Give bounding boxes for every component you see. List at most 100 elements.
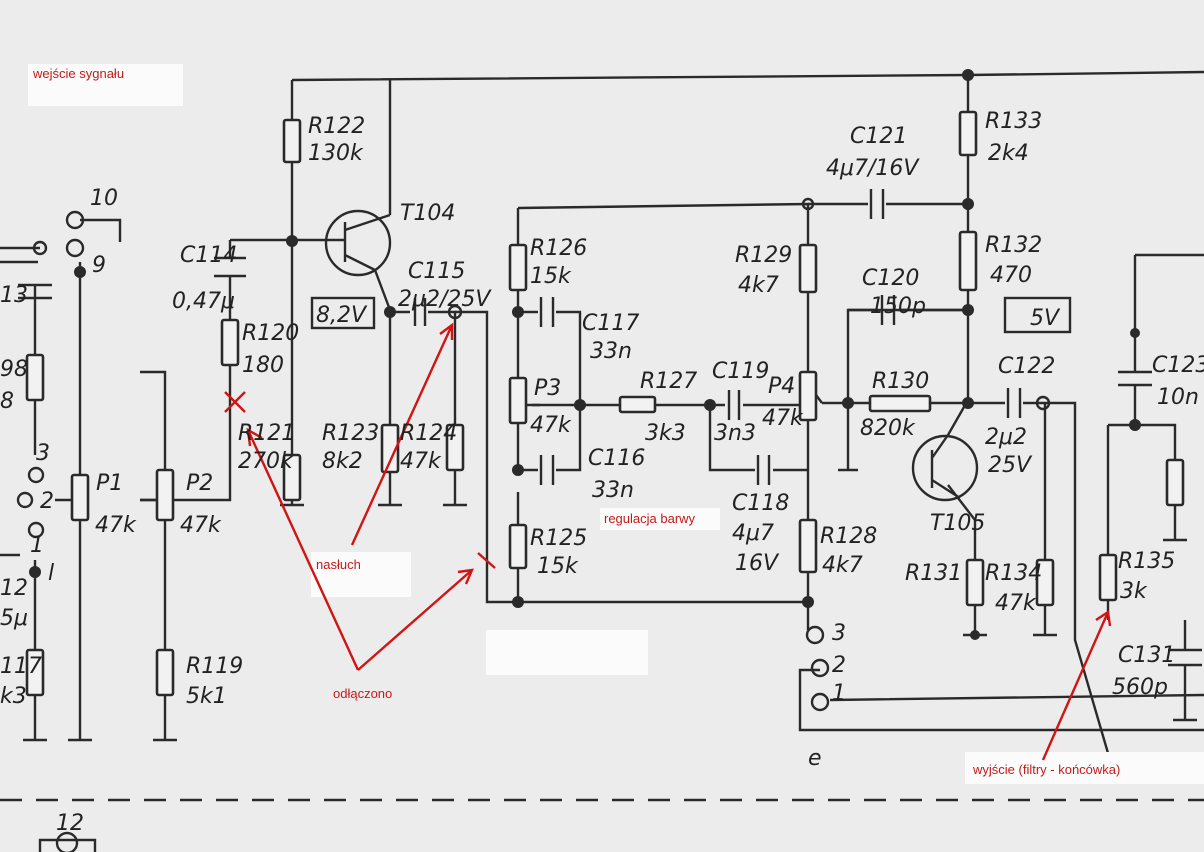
- r131-body: [965, 558, 985, 607]
- label-r128-name: R128: [820, 524, 877, 549]
- t105-body: [911, 434, 979, 502]
- r-right-body: [1165, 458, 1185, 507]
- label-r128-value: 4k7: [822, 553, 863, 578]
- label-p4-value: 47k: [762, 406, 804, 431]
- label-t105: T105: [930, 511, 985, 536]
- c120-plates: [880, 295, 896, 325]
- r126-body: [508, 243, 528, 292]
- terminal-3: [27, 466, 45, 484]
- t104-body: [324, 209, 392, 277]
- pin-label-e: e: [808, 746, 822, 771]
- pin-label-1: 1: [30, 533, 44, 558]
- r127-body: [618, 395, 657, 414]
- label-p3-name: P3: [534, 376, 561, 401]
- voltage-box-5v: [1003, 296, 1072, 334]
- terminal-q1: [810, 692, 830, 712]
- label-r120-name: R120: [242, 321, 299, 346]
- note-disconnected: odłączono: [333, 686, 392, 701]
- r118-body: [25, 353, 45, 402]
- pin-label-10: 10: [90, 186, 118, 211]
- arrow-disconnected-right: [357, 568, 474, 671]
- label-c118-value: 4μ7: [732, 521, 774, 546]
- pin-labels: 10 9 3 2 1 l 3 2 1 e 12: [30, 186, 846, 836]
- label-c122-name: C122: [998, 354, 1055, 379]
- pot-wipers: [55, 394, 823, 502]
- label-c115-value: 2μ2/25V: [398, 287, 492, 312]
- cut-mark-r125: [477, 552, 496, 569]
- label-r135-name: R135: [1118, 549, 1175, 574]
- label-c121-name: C121: [850, 124, 907, 149]
- label-r129-name: R129: [735, 243, 792, 268]
- terminal-c121-in: [801, 197, 815, 211]
- terminal-12: [55, 831, 79, 852]
- c122-plates: [1006, 388, 1022, 418]
- pin-label-q1: 1: [832, 681, 846, 706]
- c115-plates: [413, 298, 427, 326]
- c123-plates: [1118, 370, 1152, 387]
- label-p2-name: P2: [186, 471, 213, 496]
- terminals: [16, 197, 1051, 852]
- label-r117-name: 117: [0, 654, 42, 679]
- label-r118-value: 8: [0, 389, 14, 414]
- label-r126-value: 15k: [530, 264, 572, 289]
- label-r125-name: R125: [530, 526, 587, 551]
- label-r132-value: 470: [990, 263, 1032, 288]
- label-c117-name: C117: [582, 311, 639, 336]
- pin-label-3: 3: [36, 441, 50, 466]
- p1-body: [70, 473, 90, 522]
- label-c131-name: C131: [1118, 643, 1175, 668]
- label-p3-value: 47k: [530, 413, 572, 438]
- r134-body: [1035, 558, 1055, 607]
- note-monitor: nasłuch: [316, 557, 361, 572]
- label-r135-value: 3k: [1120, 579, 1148, 604]
- arrow-disconnected-left: [246, 427, 360, 671]
- r128-body: [798, 518, 818, 574]
- junctions: [29, 69, 1141, 640]
- label-c122-value: 2μ2: [985, 425, 1027, 450]
- terminal-q2: [810, 658, 830, 678]
- label-c118-name: C118: [732, 491, 789, 516]
- pin-label-12: 12: [56, 811, 84, 836]
- terminal-c115-out: [447, 304, 463, 320]
- label-r134-name: R134: [985, 561, 1042, 586]
- label-c131-value: 560p: [1112, 675, 1168, 700]
- label-r118-name: 98: [0, 357, 28, 382]
- c131-plates: [1168, 648, 1202, 667]
- r121-body: [282, 453, 302, 502]
- label-c113-name: 13: [0, 283, 28, 308]
- label-c123-name: C123: [1152, 353, 1204, 378]
- arrow-output: [1041, 609, 1112, 761]
- label-c112-name: 12: [0, 576, 28, 601]
- label-t104: T104: [400, 201, 455, 226]
- label-c114-value: 0,47μ: [172, 289, 235, 314]
- label-r125-value: 15k: [537, 554, 579, 579]
- terminal-c122-out: [1035, 395, 1051, 411]
- note-tone-control: regulacja barwy: [604, 511, 696, 526]
- label-r123-value: 8k2: [322, 449, 363, 474]
- c116-plates: [539, 455, 555, 485]
- label-c123-value: 10n: [1157, 385, 1199, 410]
- terminal-10: [65, 210, 85, 230]
- terminal-9: [65, 238, 85, 258]
- label-c120-value: 150p: [870, 294, 926, 319]
- label-r126-name: R126: [530, 236, 587, 261]
- arrow-monitor: [350, 322, 454, 546]
- label-r124-value: 47k: [400, 449, 442, 474]
- r122-body: [282, 118, 302, 164]
- r125-body: [508, 523, 528, 570]
- transistors: [324, 209, 979, 502]
- label-r127-value: 3k3: [645, 421, 686, 446]
- label-r121-value: 270k: [238, 449, 294, 474]
- label-r123-name: R123: [322, 421, 379, 446]
- r133-body: [958, 110, 978, 157]
- label-r130-value: 820k: [860, 416, 916, 441]
- label-c117-value: 33n: [590, 339, 632, 364]
- label-c121-value: 4μ7/16V: [826, 156, 920, 181]
- label-r131-name: R131: [905, 561, 962, 586]
- c117-plates: [539, 297, 555, 327]
- label-r132-name: R132: [985, 233, 1042, 258]
- pin-label-2: 2: [40, 489, 54, 514]
- pin-label-q3: 3: [832, 621, 846, 646]
- label-r124-name: R124: [400, 421, 457, 446]
- resistors: [25, 110, 1185, 697]
